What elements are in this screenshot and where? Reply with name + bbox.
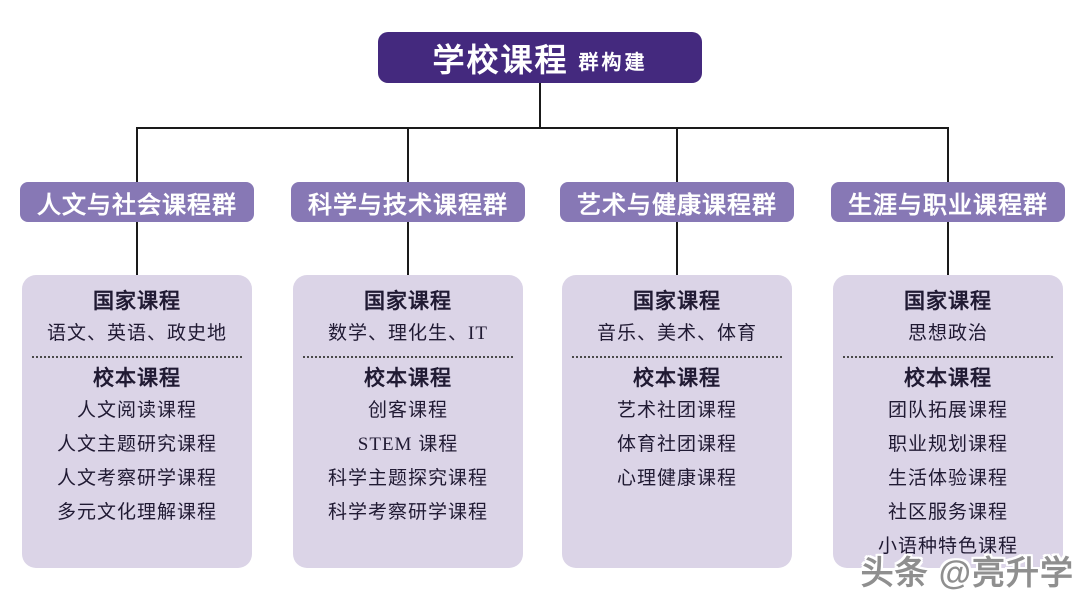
national-courses: 思想政治 — [907, 323, 988, 344]
school-course-item: 职业规划课程 — [887, 434, 1008, 455]
panel-career: 国家课程 思想政治 校本课程 团队拓展课程 职业规划课程 生活体验课程 社区服务… — [833, 275, 1063, 568]
connector-branch-4-bottom — [947, 222, 949, 275]
school-course-item: 人文阅读课程 — [76, 400, 197, 421]
watermark: 头条 @亮升学 — [860, 554, 1074, 591]
school-course-item: 生活体验课程 — [887, 468, 1008, 489]
panel-science: 国家课程 数学、理化生、IT 校本课程 创客课程 STEM 课程 科学主题探究课… — [293, 275, 523, 568]
connector-branch-4-top — [947, 127, 949, 182]
school-course-item: 小语种特色课程 — [877, 536, 1018, 557]
dotted-divider — [843, 356, 1053, 358]
branch-header-arts: 艺术与健康课程群 — [560, 182, 794, 222]
national-label: 国家课程 — [93, 289, 181, 313]
connector-branch-3-bottom — [676, 222, 678, 275]
school-label: 校本课程 — [633, 366, 721, 390]
school-course-item: 社区服务课程 — [887, 502, 1008, 523]
dotted-divider — [303, 356, 513, 358]
panel-arts: 国家课程 音乐、美术、体育 校本课程 艺术社团课程 体育社团课程 心理健康课程 — [562, 275, 792, 568]
dotted-divider — [572, 356, 782, 358]
national-courses: 语文、英语、政史地 — [46, 323, 227, 344]
connector-branch-3-top — [676, 127, 678, 182]
school-course-item: 多元文化理解课程 — [56, 502, 217, 523]
branch-header-humanities: 人文与社会课程群 — [20, 182, 254, 222]
connector-branch-2-bottom — [407, 222, 409, 275]
school-course-item: 科学主题探究课程 — [327, 468, 488, 489]
school-course-item: 创客课程 — [367, 400, 448, 421]
root-title: 学校课程 — [432, 41, 569, 78]
connector-branch-2-top — [407, 127, 409, 182]
school-course-item: 艺术社团课程 — [616, 400, 737, 421]
panel-humanities: 国家课程 语文、英语、政史地 校本课程 人文阅读课程 人文主题研究课程 人文考察… — [22, 275, 252, 568]
national-courses: 音乐、美术、体育 — [596, 323, 757, 344]
root-subtitle: 群构建 — [578, 52, 648, 74]
school-course-item: 人文主题研究课程 — [56, 434, 217, 455]
school-course-item: 体育社团课程 — [616, 434, 737, 455]
national-label: 国家课程 — [633, 289, 721, 313]
connector-branch-1-top — [136, 127, 138, 182]
school-label: 校本课程 — [93, 366, 181, 390]
root-node: 学校课程 群构建 — [378, 32, 702, 83]
school-label: 校本课程 — [904, 366, 992, 390]
school-course-item: STEM 课程 — [357, 434, 459, 455]
school-course-item: 心理健康课程 — [616, 468, 737, 489]
school-label: 校本课程 — [364, 366, 452, 390]
branch-header-career: 生涯与职业课程群 — [831, 182, 1065, 222]
dotted-divider — [32, 356, 242, 358]
school-course-item: 科学考察研学课程 — [327, 502, 488, 523]
national-label: 国家课程 — [904, 289, 992, 313]
connector-branch-1-bottom — [136, 222, 138, 275]
national-label: 国家课程 — [364, 289, 452, 313]
connector-horizontal-bus — [136, 127, 949, 129]
national-courses: 数学、理化生、IT — [328, 323, 488, 344]
branch-header-science: 科学与技术课程群 — [291, 182, 525, 222]
school-course-item: 人文考察研学课程 — [56, 468, 217, 489]
school-course-item: 团队拓展课程 — [887, 400, 1008, 421]
connector-root-drop — [539, 83, 541, 127]
